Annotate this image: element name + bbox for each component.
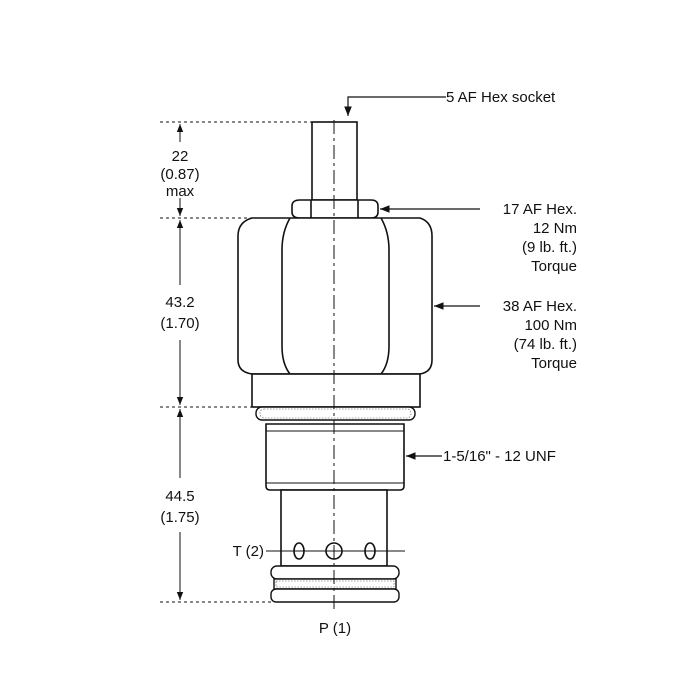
callout-port-p: P (1) xyxy=(319,620,351,637)
callout-small-hex-line1: 17 AF Hex. xyxy=(503,201,577,218)
thread-section xyxy=(265,423,405,491)
callout-hex-socket: 5 AF Hex socket xyxy=(446,89,556,106)
dim-bottom-mm: 44.5 xyxy=(165,488,194,505)
callout-small-hex-line4: Torque xyxy=(531,258,577,275)
lock-nut xyxy=(291,199,379,219)
hex-base xyxy=(251,373,421,408)
callout-port-t: T (2) xyxy=(233,543,264,560)
adjusting-stem xyxy=(311,121,358,201)
callout-large-hex-line1: 38 AF Hex. xyxy=(503,298,577,315)
leader-lines xyxy=(266,96,480,552)
dim-middle-mm: 43.2 xyxy=(165,294,194,311)
callout-small-hex-line2: 12 Nm xyxy=(533,220,577,237)
callout-small-hex-line3: (9 lb. ft.) xyxy=(522,239,577,256)
callout-large-hex-line3: (74 lb. ft.) xyxy=(514,336,577,353)
callout-thread: 1-5/16" - 12 UNF xyxy=(443,448,556,465)
valve-body xyxy=(237,121,433,408)
o-ring-lower xyxy=(270,565,400,603)
dim-top-note: max xyxy=(166,183,195,200)
callout-labels: 5 AF Hex socket 17 AF Hex. 12 Nm (9 lb. … xyxy=(233,89,577,637)
dim-middle-inch: (1.70) xyxy=(160,315,199,332)
large-hex-body xyxy=(237,217,433,375)
callout-large-hex-line4: Torque xyxy=(531,355,577,372)
dim-top-mm: 22 xyxy=(172,148,189,165)
dimension-labels: 22 (0.87) max 43.2 (1.70) 44.5 (1.75) xyxy=(160,148,199,526)
o-ring-upper xyxy=(255,406,416,421)
dim-top-inch: (0.87) xyxy=(160,166,199,183)
callout-large-hex-line2: 100 Nm xyxy=(524,317,577,334)
dimension-lines xyxy=(160,121,312,603)
dim-bottom-inch: (1.75) xyxy=(160,509,199,526)
